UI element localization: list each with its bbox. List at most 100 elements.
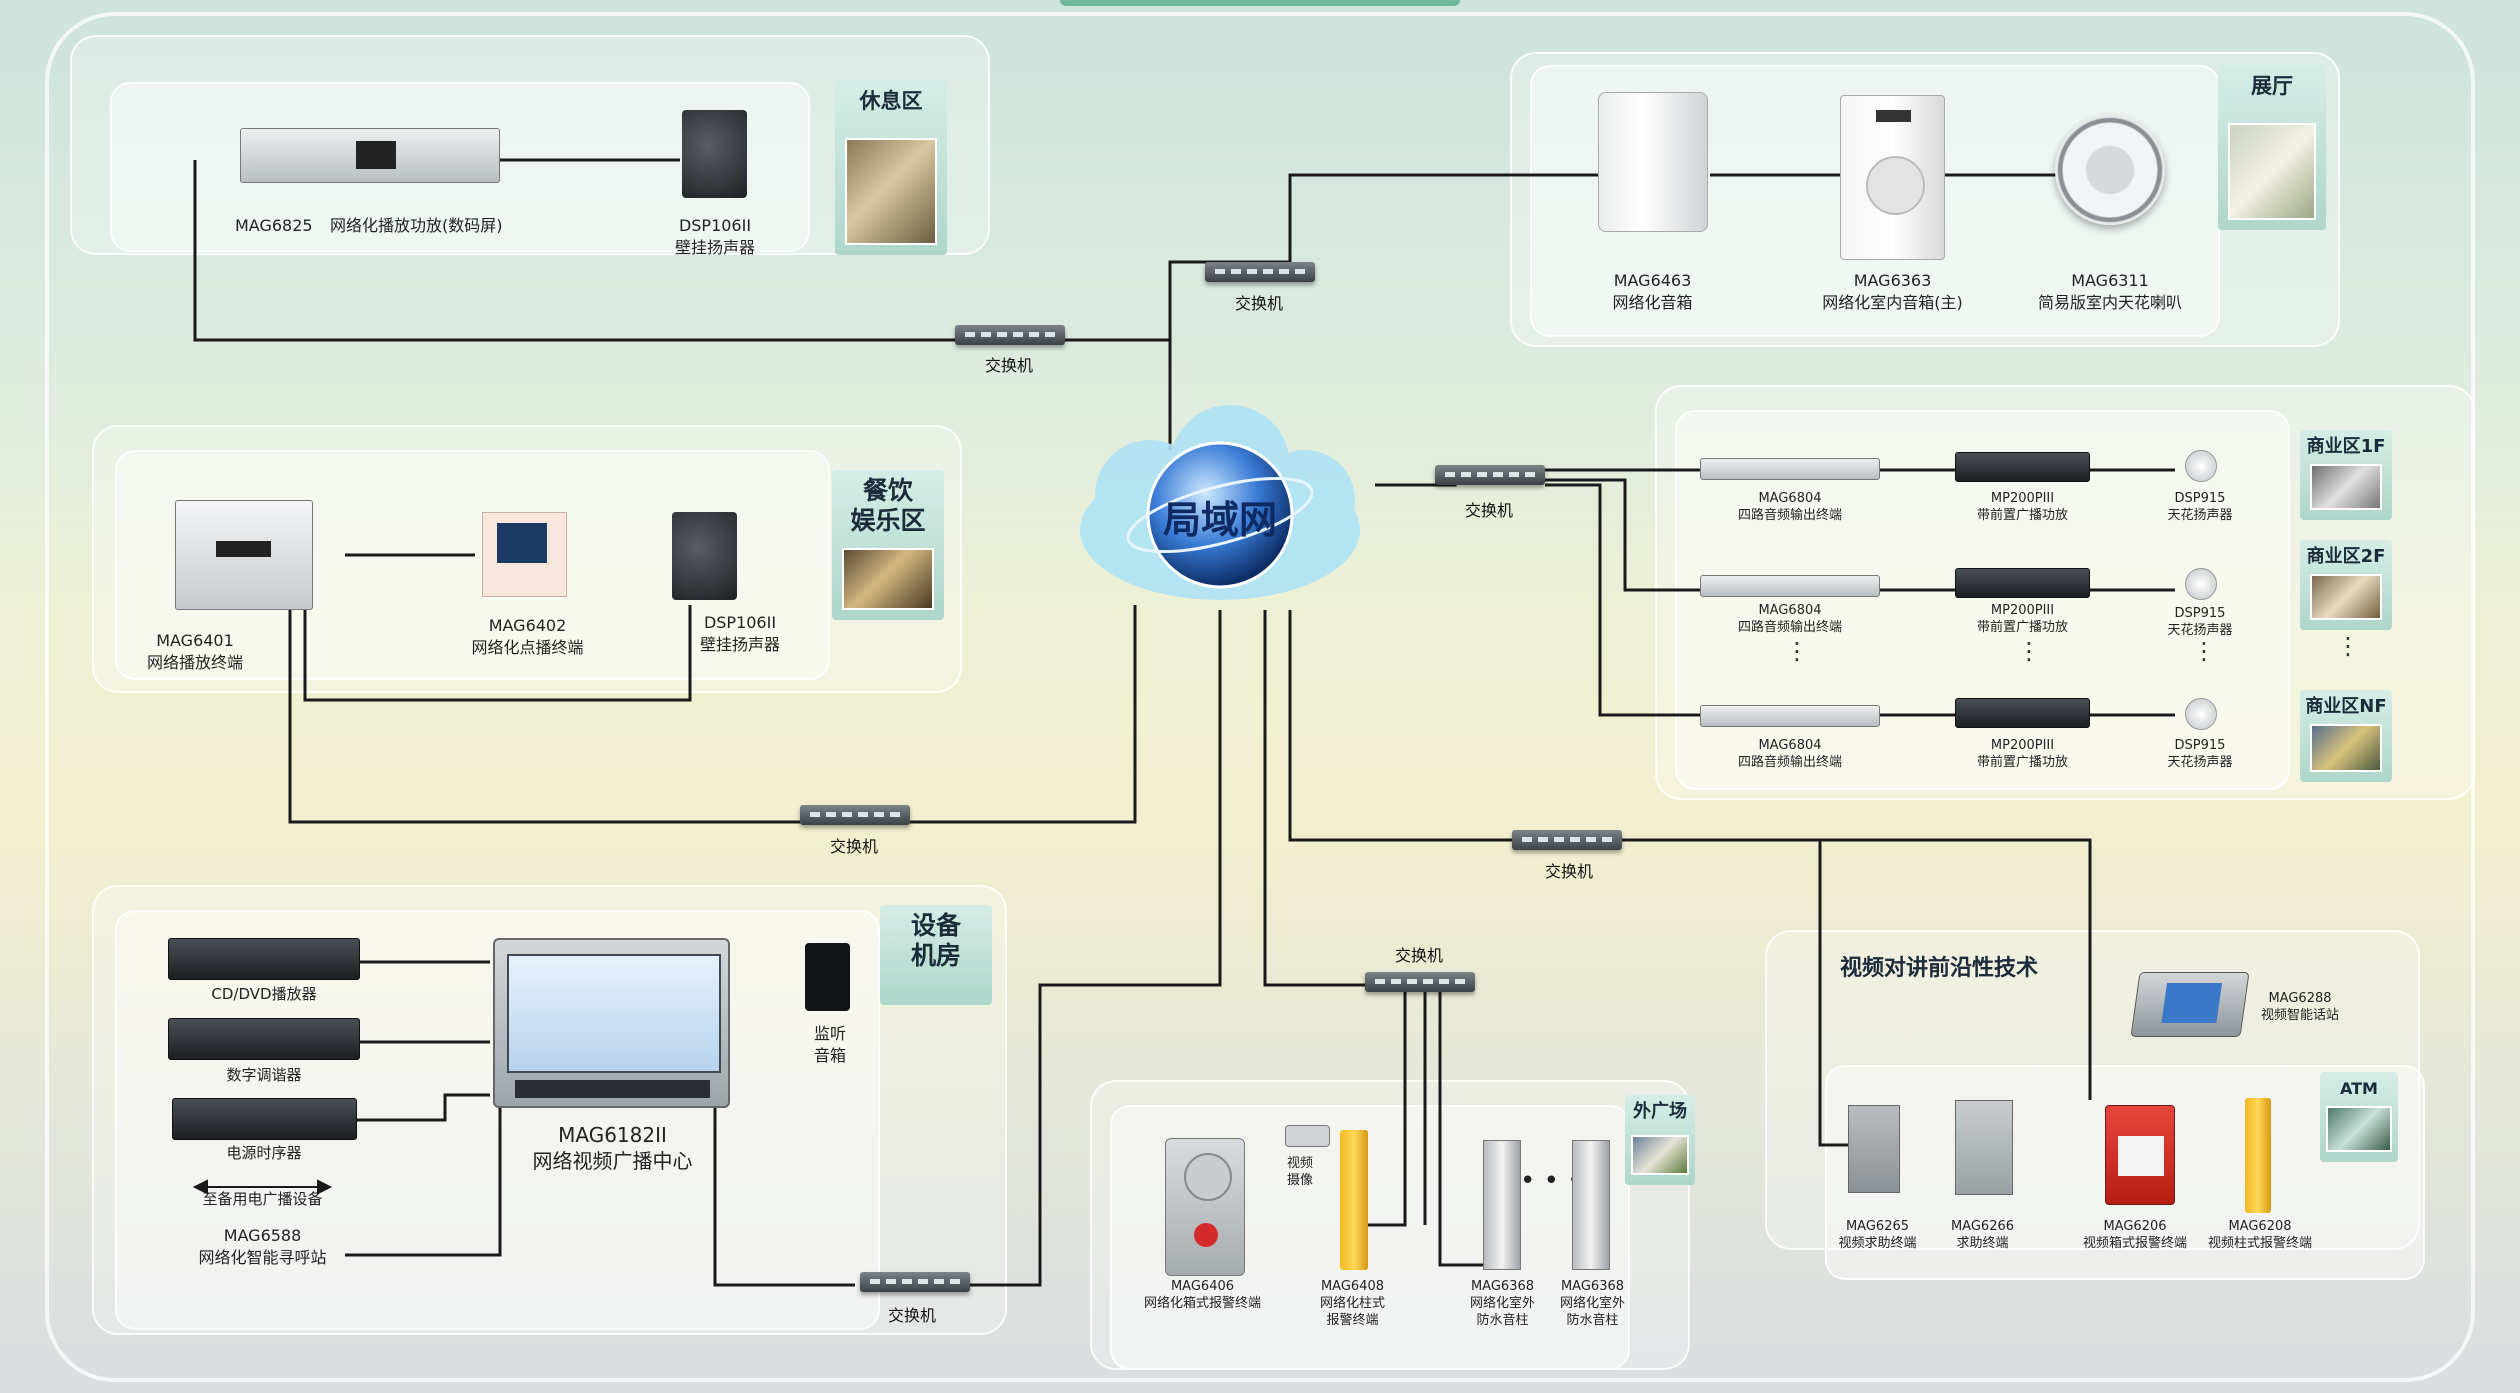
switch-equipment bbox=[860, 1272, 970, 1292]
hall-photo bbox=[2228, 123, 2316, 220]
mag6265-help-terminal bbox=[1848, 1105, 1900, 1193]
zone-2f-label: 商业区2F bbox=[2306, 546, 2386, 567]
digital-tuner-label: 数字调谐器 bbox=[226, 1066, 302, 1084]
switch-intercom bbox=[1512, 830, 1622, 850]
mag6402-model: MAG6402 bbox=[488, 616, 567, 635]
mag6463-speaker bbox=[1598, 92, 1708, 232]
ellipsis-mag6804: ⋮ bbox=[1785, 637, 1809, 665]
lan-label: 局域网 bbox=[1162, 498, 1277, 542]
top-accent-bar bbox=[1060, 0, 1460, 6]
mag6408-desc-1: 网络化柱式 bbox=[1319, 1296, 1385, 1311]
mag6401-model: MAG6401 bbox=[156, 631, 234, 650]
mag6368-1-desc-1: 网络化室外 bbox=[1469, 1296, 1535, 1311]
dsp106ii-lounge-desc: 壁挂扬声器 bbox=[674, 238, 755, 257]
mag6206-box-alarm bbox=[2105, 1105, 2175, 1205]
mag6182ii-desc: 网络视频广播中心 bbox=[532, 1149, 693, 1173]
outdoor-title: 外广场 bbox=[1633, 1101, 1687, 1122]
mag6402-panel bbox=[482, 512, 567, 597]
mp200piii-row2 bbox=[1955, 568, 2090, 598]
mag6368-2-model: MAG6368 bbox=[1560, 1279, 1625, 1294]
mag6463-model: MAG6463 bbox=[1613, 271, 1692, 290]
commercial-tag-1f: 商业区1F bbox=[2300, 430, 2392, 520]
video-camera-desc-2: 摄像 bbox=[1286, 1173, 1313, 1188]
mag6368-1-desc-2: 防水音柱 bbox=[1476, 1313, 1529, 1328]
mp200piii-row3-desc: 带前置广播功放 bbox=[1976, 755, 2068, 770]
mag6368-column-2 bbox=[1572, 1140, 1610, 1270]
hall-tag: 展厅 bbox=[2218, 65, 2326, 230]
mag6825-desc: 网络化播放功放(数码屏) bbox=[330, 216, 503, 235]
commercial-tag-nf: 商业区NF bbox=[2300, 690, 2392, 782]
mag6463-desc: 网络化音箱 bbox=[1612, 293, 1693, 312]
mag6288-video-station bbox=[2130, 972, 2250, 1037]
switch-dining-label: 交换机 bbox=[830, 837, 879, 856]
dining-photo bbox=[842, 548, 934, 610]
zone-2f-photo bbox=[2310, 574, 2382, 620]
mp200piii-row2-desc: 带前置广播功放 bbox=[1976, 620, 2068, 635]
mag6206-model: MAG6206 bbox=[2103, 1219, 2167, 1234]
mag6804-row3 bbox=[1700, 705, 1880, 727]
switch-outdoor bbox=[1365, 972, 1475, 992]
mag6208-desc: 视频柱式报警终端 bbox=[2207, 1236, 2312, 1251]
mag6288-model: MAG6288 bbox=[2268, 991, 2332, 1006]
mp200piii-row3 bbox=[1955, 698, 2090, 728]
cd-dvd-label: CD/DVD播放器 bbox=[211, 985, 317, 1003]
dsp915-row1 bbox=[2185, 450, 2217, 482]
lan-cloud bbox=[1060, 400, 1380, 620]
lounge-tag: 休息区 bbox=[835, 80, 947, 255]
mag6368-1-model: MAG6368 bbox=[1470, 1279, 1535, 1294]
mag6266-model: MAG6266 bbox=[1950, 1219, 2015, 1234]
mag6804-row1 bbox=[1700, 458, 1880, 480]
video-camera-desc-1: 视频 bbox=[1286, 1156, 1313, 1171]
dsp915-row1-model: DSP915 bbox=[2174, 491, 2226, 506]
mag6402-desc: 网络化点播终端 bbox=[471, 638, 584, 657]
intercom-panel bbox=[1765, 930, 2420, 1250]
mag6804-row3-model: MAG6804 bbox=[1758, 738, 1822, 753]
equipment-title-1: 设备 bbox=[910, 911, 961, 940]
mag6804-row2 bbox=[1700, 575, 1880, 597]
mag6804-row1-desc: 四路音频输出终端 bbox=[1737, 508, 1842, 523]
mag6408-model: MAG6408 bbox=[1320, 1279, 1385, 1294]
mag6406-desc: 网络化箱式报警终端 bbox=[1143, 1296, 1261, 1311]
zone-1f-photo bbox=[2310, 464, 2382, 510]
mp200piii-row1 bbox=[1955, 452, 2090, 482]
dsp106ii-speaker-dining bbox=[672, 512, 737, 600]
commercial-tag-2f: 商业区2F bbox=[2300, 540, 2392, 630]
mag6311-desc: 简易版室内天花喇叭 bbox=[2037, 293, 2182, 312]
mag6401-terminal bbox=[175, 500, 313, 610]
switch-hall-label: 交换机 bbox=[1235, 294, 1284, 313]
dsp106ii-dining-model: DSP106II bbox=[703, 613, 777, 632]
dsp106ii-dining-desc: 壁挂扬声器 bbox=[699, 635, 780, 654]
intercom-title: 视频对讲前沿性技术 bbox=[1840, 956, 2039, 981]
switch-hall bbox=[1205, 262, 1315, 282]
mp200piii-row3-model: MP200PIII bbox=[1990, 738, 2055, 753]
mag6406-box-alarm bbox=[1165, 1138, 1245, 1276]
atm-label: ATM bbox=[2340, 1079, 2378, 1098]
mag6368-2-desc-1: 网络化室外 bbox=[1559, 1296, 1625, 1311]
mag6265-desc: 视频求助终端 bbox=[1838, 1236, 1917, 1251]
mag6182ii-model: MAG6182II bbox=[558, 1123, 667, 1147]
zone-1f-label: 商业区1F bbox=[2306, 436, 2386, 457]
switch-intercom-label: 交换机 bbox=[1545, 862, 1594, 881]
mag6363-desc: 网络化室内音箱(主) bbox=[1822, 293, 1963, 312]
mag6182ii-broadcast-center bbox=[493, 938, 730, 1108]
mag6266-help-terminal bbox=[1955, 1100, 2013, 1195]
switch-outdoor-label: 交换机 bbox=[1395, 946, 1444, 965]
dsp915-row2 bbox=[2185, 568, 2217, 600]
mag6363-model: MAG6363 bbox=[1853, 271, 1932, 290]
outdoor-tag: 外广场 bbox=[1625, 1095, 1695, 1185]
mag6266-desc: 求助终端 bbox=[1956, 1236, 2009, 1251]
switch-dining bbox=[800, 805, 910, 825]
mag6408-desc-2: 报警终端 bbox=[1326, 1313, 1379, 1328]
mag6401-desc: 网络播放终端 bbox=[146, 653, 243, 672]
mag6804-row2-model: MAG6804 bbox=[1758, 603, 1822, 618]
mp200piii-row2-model: MP200PIII bbox=[1990, 603, 2055, 618]
mag6288-desc: 视频智能话站 bbox=[2260, 1008, 2339, 1023]
power-sequencer-label: 电源时序器 bbox=[226, 1144, 302, 1162]
cd-dvd-player bbox=[168, 938, 360, 980]
dining-title-1: 餐饮 bbox=[862, 476, 913, 505]
mag6311-ceiling-speaker bbox=[2055, 115, 2165, 225]
mag6588-desc: 网络化智能寻呼站 bbox=[198, 1248, 327, 1267]
switch-lounge bbox=[955, 325, 1065, 345]
mag6311-model: MAG6311 bbox=[2071, 271, 2149, 290]
zone-nf-photo bbox=[2310, 724, 2382, 772]
